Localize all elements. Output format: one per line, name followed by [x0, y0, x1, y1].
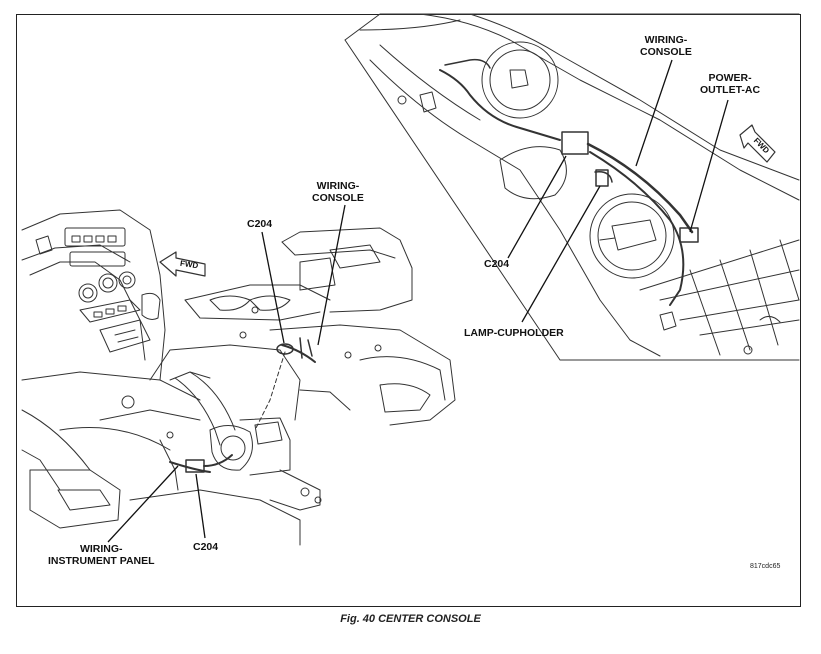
leader-c204-inset [507, 155, 567, 259]
figure-frame [16, 14, 801, 607]
label-lamp-cupholder: LAMP-CUPHOLDER [464, 327, 564, 339]
main-view-wiring [169, 337, 316, 473]
label-wiring-console-inset: WIRING- CONSOLE [640, 34, 692, 58]
leader-lines [107, 59, 729, 543]
fwd-arrow-inset [739, 124, 776, 163]
label-wiring-instrument-panel: WIRING- INSTRUMENT PANEL [48, 543, 155, 567]
label-wiring-console-main: WIRING- CONSOLE [312, 180, 364, 204]
figure-caption: Fig. 40 CENTER CONSOLE [340, 613, 481, 625]
label-fwd-main: FWD [179, 258, 199, 271]
label-c204-main-top: C204 [247, 218, 273, 230]
fwd-arrow-main [159, 251, 206, 277]
leader-lamp-cupholder [521, 185, 601, 323]
leader-power-outlet-ac [689, 99, 729, 233]
leader-c204-main-top [261, 231, 285, 344]
leader-c204-main-bottom [195, 473, 206, 539]
center-console-outline [59, 227, 456, 546]
reference-code: 817cdc65 [750, 563, 781, 570]
label-power-outlet-ac: POWER- OUTLET-AC [700, 72, 761, 96]
inset-view [344, 13, 800, 361]
leader-wiring-console-inset [635, 59, 673, 167]
leader-wiring-instrument-panel [107, 465, 179, 543]
label-c204-inset: C204 [484, 258, 510, 270]
inset-wiring [439, 58, 699, 306]
label-c204-main-bottom: C204 [193, 541, 219, 553]
leader-wiring-console-main [317, 204, 346, 346]
instrument-panel-outline [21, 209, 201, 529]
